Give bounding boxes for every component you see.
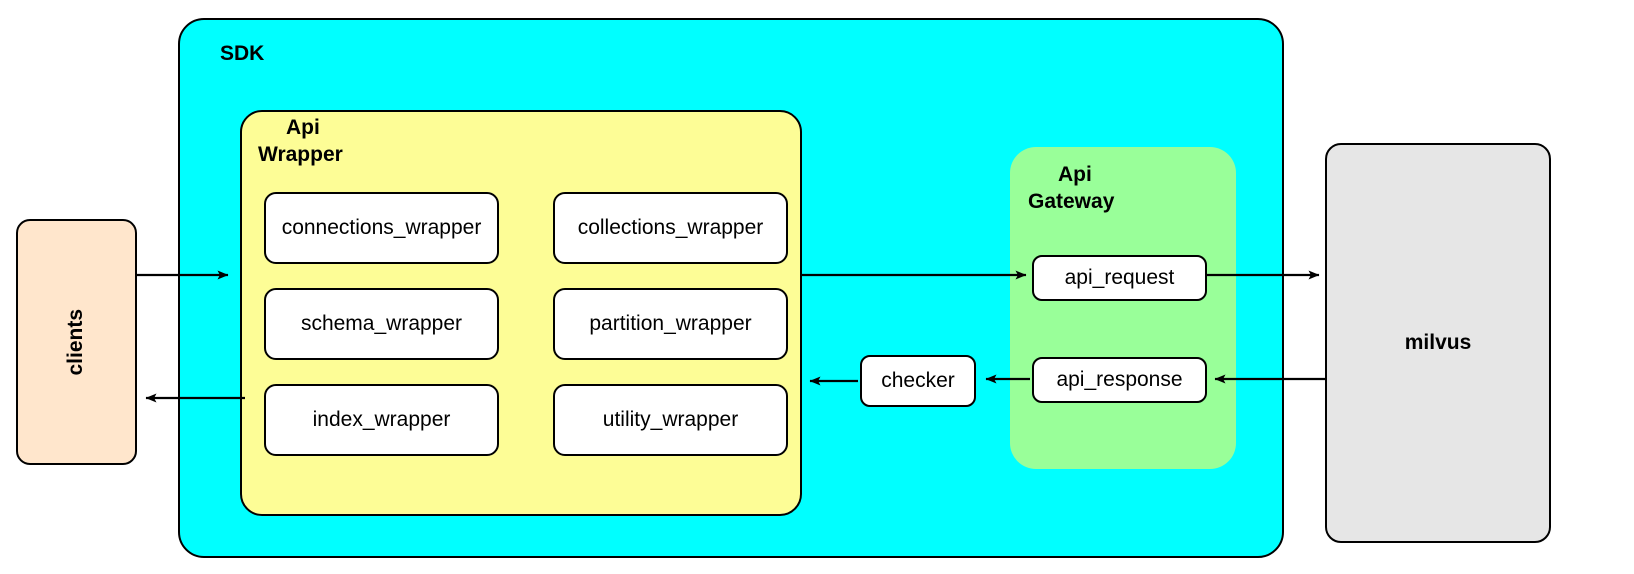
- api-gateway-container: [1010, 147, 1236, 469]
- node-api-response[interactable]: api_response: [1032, 357, 1207, 403]
- node-label: utility_wrapper: [602, 407, 739, 431]
- node-label: connections_wrapper: [281, 215, 482, 239]
- api-wrapper-label-line1: Api: [286, 116, 320, 139]
- api-gateway-label: Api Gateway: [1028, 162, 1198, 216]
- node-label: api_request: [1064, 265, 1175, 289]
- node-api-request[interactable]: api_request: [1032, 255, 1207, 301]
- node-label: schema_wrapper: [300, 311, 463, 335]
- api-gateway-label-line2: Gateway: [1028, 189, 1115, 213]
- node-milvus[interactable]: milvus: [1325, 143, 1551, 543]
- node-label: partition_wrapper: [589, 311, 752, 335]
- sdk-label: SDK: [220, 42, 265, 65]
- api-gateway-label-line1: Api: [1058, 163, 1092, 186]
- node-label: api_response: [1056, 367, 1183, 391]
- node-label: collections_wrapper: [577, 215, 764, 239]
- node-index-wrapper[interactable]: index_wrapper: [264, 384, 499, 456]
- api-wrapper-label: Api Wrapper: [258, 115, 408, 169]
- node-schema-wrapper[interactable]: schema_wrapper: [264, 288, 499, 360]
- node-label: milvus: [1404, 330, 1472, 354]
- node-utility-wrapper[interactable]: utility_wrapper: [553, 384, 788, 456]
- node-partition-wrapper[interactable]: partition_wrapper: [553, 288, 788, 360]
- node-collections-wrapper[interactable]: collections_wrapper: [553, 192, 788, 264]
- node-label: index_wrapper: [312, 407, 451, 431]
- node-label: clients: [64, 308, 88, 376]
- node-clients[interactable]: clients: [16, 219, 137, 465]
- node-label: checker: [881, 368, 955, 392]
- node-connections-wrapper[interactable]: connections_wrapper: [264, 192, 499, 264]
- node-checker[interactable]: checker: [860, 355, 976, 407]
- api-wrapper-label-line2: Wrapper: [258, 142, 343, 166]
